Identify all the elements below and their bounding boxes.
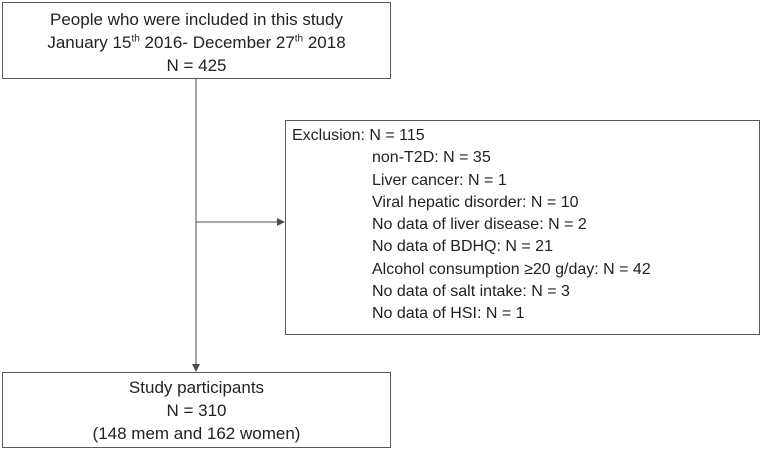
participants-breakdown: (148 mem and 162 women)	[92, 424, 301, 443]
exclusion-item: Alcohol consumption ≥20 g/day: N = 42	[372, 260, 651, 278]
exclusion-item: No data of BDHQ: N = 21	[372, 238, 553, 256]
exclusion-header: Exclusion: N = 115	[292, 127, 425, 144]
participants-count: N = 310	[166, 401, 227, 420]
exclusion-item: non-T2D: N = 35	[372, 149, 491, 167]
exclusion-box: Exclusion: N = 115 non-T2D: N = 35 Liver…	[285, 120, 760, 335]
study-participants-box: Study participants N = 310 (148 mem and …	[2, 372, 391, 448]
study-period: January 15th 2016- December 27th 2018	[47, 33, 346, 52]
exclusion-item: No data of salt intake: N = 3	[372, 283, 570, 301]
exclusion-item: Liver cancer: N = 1	[372, 171, 507, 189]
exclusion-item: Viral hepatic disorder: N = 10	[372, 193, 579, 211]
exclusion-item: No data of HSI: N = 1	[372, 305, 525, 323]
participants-title: Study participants	[128, 378, 265, 397]
included-count: N = 425	[166, 56, 227, 75]
exclusion-item: No data of liver disease: N = 2	[372, 216, 587, 234]
included-title: People who were included in this study	[50, 10, 343, 29]
included-population-box: People who were included in this study J…	[2, 2, 391, 79]
